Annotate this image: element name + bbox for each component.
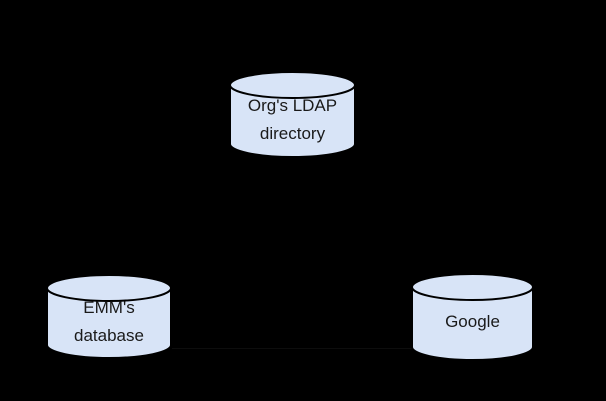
node-label-line: Org's LDAP <box>247 95 338 115</box>
cylinder-top <box>411 273 534 301</box>
node-orgs-ldap-directory: Org's LDAP directory <box>229 71 356 158</box>
database-cylinder-icon <box>411 273 534 361</box>
node-google: Google <box>411 273 534 361</box>
node-label-line: directory <box>259 123 326 143</box>
node-label: EMM's database <box>46 274 172 359</box>
node-emms-database: EMM's database <box>46 274 172 359</box>
node-label: Org's LDAP directory <box>229 71 356 158</box>
cylinder-top <box>229 71 356 99</box>
node-label: Google <box>411 273 534 361</box>
cylinder-body <box>229 85 356 158</box>
connector-emm-to-google <box>172 348 412 349</box>
cylinder-top <box>46 274 172 302</box>
database-cylinder-icon <box>229 71 356 158</box>
database-cylinder-icon <box>46 274 172 359</box>
node-label-line: database <box>74 325 144 345</box>
cylinder-body <box>411 287 534 361</box>
cylinder-body <box>46 288 172 359</box>
node-label-line: EMM's <box>83 297 135 317</box>
node-label-line: Google <box>445 312 500 331</box>
